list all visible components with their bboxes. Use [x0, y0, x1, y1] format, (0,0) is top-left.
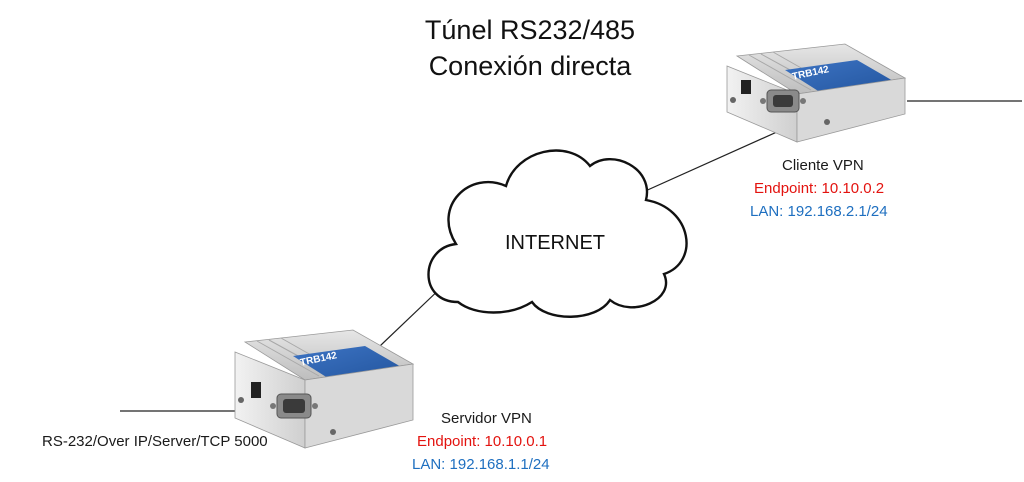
client-router-device — [726, 43, 907, 143]
internet-label: INTERNET — [505, 232, 605, 254]
server-lan-label: LAN: 192.168.1.1/24 — [412, 456, 550, 473]
client-lan-label: LAN: 192.168.2.1/24 — [750, 203, 888, 220]
client-to-cloud-line — [631, 126, 789, 198]
serial-interface-label: RS-232/Over IP/Server/TCP 5000 — [42, 433, 268, 450]
server-router-device — [234, 329, 415, 449]
client-name-label: Cliente VPN — [782, 157, 864, 174]
server-name-label: Servidor VPN — [441, 410, 532, 427]
diagram-title-line-2: Conexión directa — [428, 51, 632, 81]
diagram-title-line-1: Túnel RS232/485 — [424, 15, 636, 45]
client-endpoint-label: Endpoint: 10.10.0.2 — [754, 180, 885, 197]
server-endpoint-label: Endpoint: 10.10.0.1 — [417, 433, 548, 450]
internet-cloud-icon — [427, 149, 688, 318]
